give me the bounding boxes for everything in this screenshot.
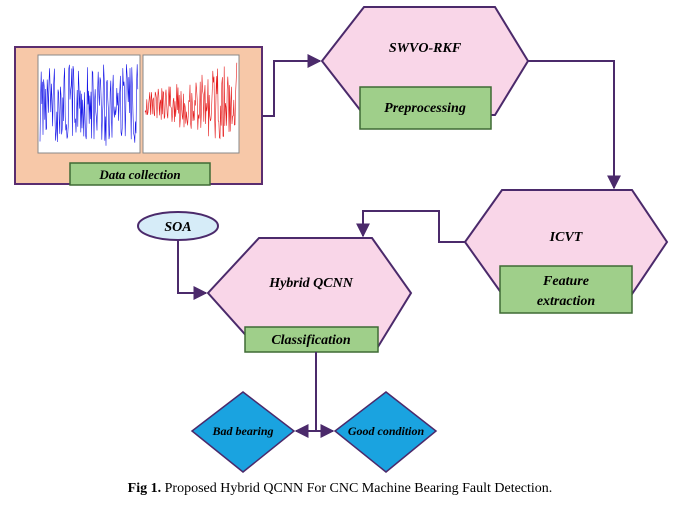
good-condition-node: Good condition (333, 391, 438, 473)
arrow-data-to-swvo (262, 54, 322, 117)
feature-extraction-label-line2: extraction (537, 294, 596, 309)
swvo-rkf-node: SWVO-RKF Preprocessing (320, 6, 530, 130)
classification-box (244, 326, 379, 353)
swvo-rkf-title: SWVO-RKF (389, 41, 462, 56)
icvt-title: ICVT (549, 230, 584, 245)
data-collection-panel: Data collection (14, 46, 263, 186)
hybrid-qcnn-node: Hybrid QCNN Classification (206, 237, 413, 353)
figure-caption: Fig 1. Proposed Hybrid QCNN For CNC Mach… (0, 481, 680, 497)
feature-extraction-label-line1: Feature (542, 274, 589, 289)
preprocessing-box (359, 86, 492, 130)
vibration-signal-blue-plot (37, 54, 141, 154)
icvt-node: ICVT Feature extraction (463, 189, 669, 314)
figure-caption-text: Proposed Hybrid QCNN For CNC Machine Bea… (161, 481, 553, 496)
data-collection-label: Data collection (98, 167, 180, 182)
bad-bearing-label: Bad bearing (211, 424, 273, 438)
arrow-soa-to-qcnn (177, 240, 208, 300)
classification-label: Classification (271, 333, 351, 348)
good-condition-label: Good condition (348, 424, 425, 438)
soa-label: SOA (164, 220, 191, 235)
figure-caption-label: Fig 1. (127, 481, 162, 496)
bad-bearing-node: Bad bearing (190, 391, 296, 473)
data-collection-box (69, 162, 211, 186)
vibration-signal-red-plot (142, 54, 240, 154)
feature-extraction-box (499, 265, 633, 314)
hybrid-qcnn-title: Hybrid QCNN (268, 276, 354, 291)
soa-node: SOA (137, 211, 219, 241)
arrow-swvo-to-icvt (528, 60, 621, 190)
preprocessing-label: Preprocessing (384, 101, 466, 116)
arrow-icvt-to-qcnn (356, 210, 465, 243)
